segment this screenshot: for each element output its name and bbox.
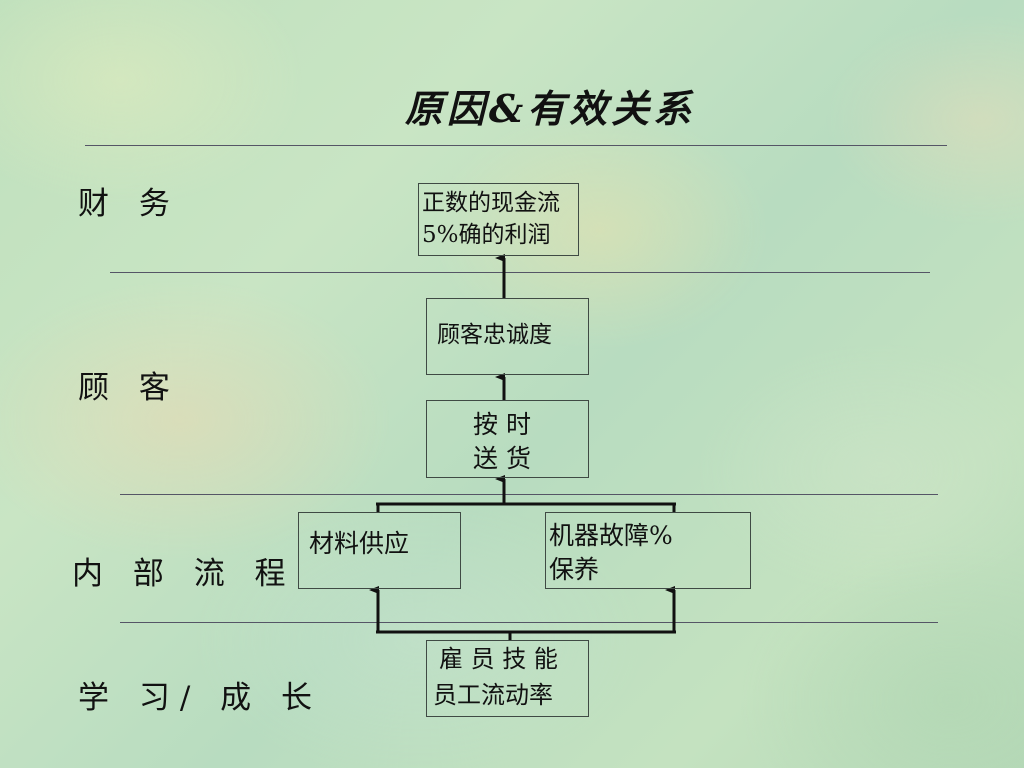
page-title: 原因&有效关系 [404,86,696,131]
section-label-learning-growth: 学 习/ 成 长 [78,680,323,716]
box-machine-maintenance-line1: 机器故障% [549,521,673,550]
finance-divider [110,272,930,273]
box-customer-loyalty: 顾客忠诚度 [426,298,589,375]
box-staff-skills: 雇 员 技 能 员工流动率 [426,640,589,717]
box-cash-profit-line1: 正数的现金流 [422,190,560,216]
box-customer-loyalty-line1: 顾客忠诚度 [437,322,552,348]
title-divider [85,145,947,146]
box-machine-maintenance: 机器故障% 保养 [545,512,751,589]
section-label-customer: 顾 客 [78,370,180,406]
customer-divider [120,494,938,495]
box-cash-profit-line2: 5%确的利润 [422,222,551,248]
box-on-time-delivery: 按 时 送 货 [426,400,589,478]
box-cash-profit: 正数的现金流 5%确的利润 [418,183,579,256]
box-staff-skills-line1: 雇 员 技 能 [439,645,558,673]
section-label-finance: 财 务 [78,186,180,222]
box-staff-skills-line2: 员工流动率 [433,681,553,709]
process-divider [120,622,938,623]
box-material-supply: 材料供应 [298,512,461,589]
section-label-internal-process: 内 部 流 程 [72,556,296,592]
box-machine-maintenance-line2: 保养 [549,555,600,584]
box-material-supply-line1: 材料供应 [309,529,410,558]
box-on-time-delivery-line1: 按 时 [473,410,531,439]
box-on-time-delivery-line2: 送 货 [473,444,531,473]
